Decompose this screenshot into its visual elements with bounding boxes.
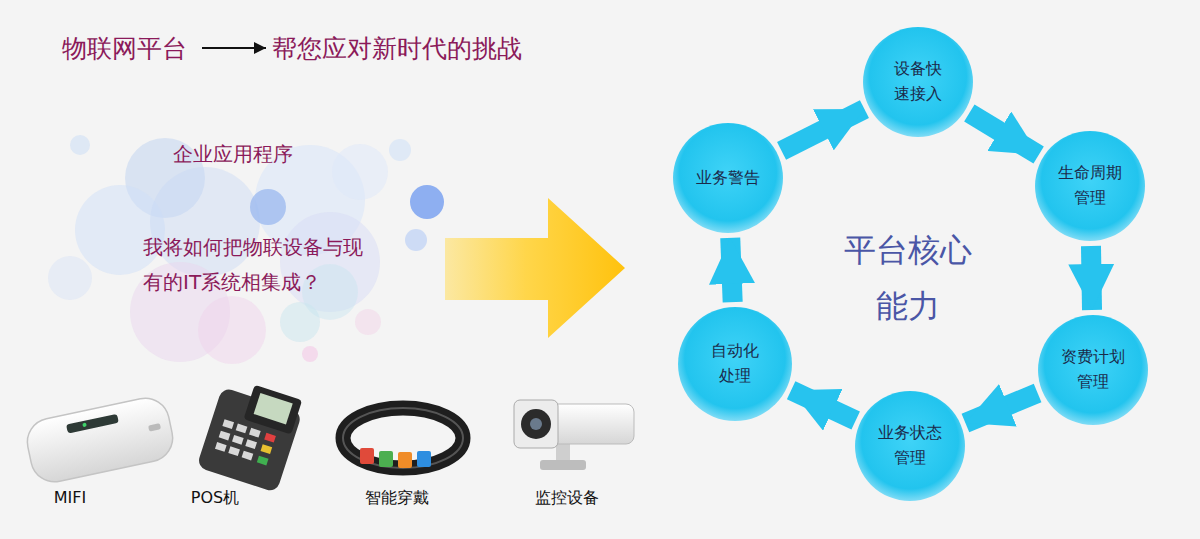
band-tile [417, 451, 431, 467]
mifi-device [23, 394, 177, 487]
text-block: 资费计划 管理 [1060, 345, 1126, 395]
bubble-cluster [48, 135, 444, 364]
pos-device [196, 376, 306, 493]
pos-key [261, 444, 273, 454]
circle-fill [1038, 315, 1148, 425]
circle-fill [863, 27, 973, 137]
bubble [198, 296, 266, 364]
question-text: 我将如何把物联设备与现有的IT系统相集成？ [143, 230, 369, 300]
node-text: 生命周期 管理 [1057, 161, 1123, 211]
circle-shape [678, 307, 792, 421]
pos-key [249, 428, 261, 438]
title-text: 物联网平台 [62, 31, 222, 66]
text-block: 自动化 处理 [702, 339, 768, 389]
circle-shape [863, 27, 973, 137]
wearable-device [343, 408, 463, 468]
pos-key [222, 419, 234, 429]
bubble [70, 135, 90, 155]
process-circle: 业务状态 管理 [855, 391, 965, 501]
text-block: 业务状态 管理 [877, 421, 943, 471]
camera-lens [521, 409, 551, 439]
circle-shape [1038, 315, 1148, 425]
bubble [302, 346, 318, 362]
node-text: 资费计划 管理 [1060, 345, 1126, 395]
pos-key [232, 435, 244, 445]
pos-screen [254, 393, 293, 424]
band-tile [398, 452, 412, 468]
pos-key [264, 433, 276, 443]
circle-fill [673, 123, 783, 233]
title-arrow [202, 47, 266, 49]
mifi-port [148, 423, 161, 431]
circle-fill [855, 391, 965, 501]
bubble [332, 144, 388, 200]
circle-shape [1035, 131, 1145, 241]
circle-fill [1035, 131, 1145, 241]
pos-top [244, 385, 303, 435]
text-block: 生命周期 管理 [1057, 161, 1123, 211]
pos-key [219, 431, 231, 441]
camera-base [540, 460, 586, 470]
mifi-body [23, 394, 177, 487]
camera-hood [514, 400, 558, 448]
app-label: 企业应用程序 [173, 140, 343, 168]
pos-key [236, 424, 248, 434]
device-label: POS机 [155, 488, 275, 509]
flow-arrow [791, 390, 856, 420]
node-text: 自动化 处理 [702, 339, 768, 389]
band-tile [360, 448, 374, 464]
process-circle: 业务警告 [673, 123, 783, 233]
camera-device [514, 400, 634, 470]
device-label: 智能穿戴 [337, 488, 457, 509]
circle-shape [855, 391, 965, 501]
center-label: 平台核心 能力 [836, 222, 980, 334]
node-text: 设备快 速接入 [885, 57, 951, 107]
device-label: MIFI [10, 488, 130, 509]
camera-glass [530, 418, 542, 430]
bubble [48, 256, 92, 300]
bubble [410, 185, 444, 219]
process-circle: 设备快 速接入 [863, 27, 973, 137]
pos-key [257, 456, 269, 466]
bubble [355, 309, 381, 335]
circle-fill [678, 307, 792, 421]
process-circle: 自动化 处理 [678, 307, 792, 421]
pos-key [242, 451, 254, 461]
flow-arrow [782, 109, 865, 151]
node-text: 业务状态 管理 [877, 421, 943, 471]
flow-arrow [969, 113, 1038, 155]
band-tile [379, 451, 393, 467]
process-circle: 资费计划 管理 [1038, 315, 1148, 425]
title-text: 帮您应对新时代的挑战 [272, 31, 572, 66]
flow-arrow [1091, 246, 1092, 310]
bubble [150, 167, 260, 277]
pos-key [215, 442, 227, 452]
band [343, 408, 463, 468]
camera-body [522, 404, 634, 444]
pos-key [245, 439, 257, 449]
text-block: 业务警告 [695, 166, 761, 191]
node-text: 业务警告 [695, 166, 761, 191]
pos-keys [215, 419, 261, 460]
flow-arrow [965, 393, 1037, 423]
text-block: 设备快 速接入 [885, 57, 951, 107]
bubble [405, 229, 427, 251]
band-edge [343, 408, 463, 468]
device-label: 监控设备 [507, 488, 627, 509]
mifi-screen [66, 414, 119, 434]
bubble [389, 139, 411, 161]
bubble [250, 189, 286, 225]
transition-arrow [445, 198, 625, 338]
flow-arrow [730, 238, 732, 302]
pos-key [228, 446, 240, 456]
process-circle: 生命周期 管理 [1035, 131, 1145, 241]
mifi-led [82, 423, 87, 428]
